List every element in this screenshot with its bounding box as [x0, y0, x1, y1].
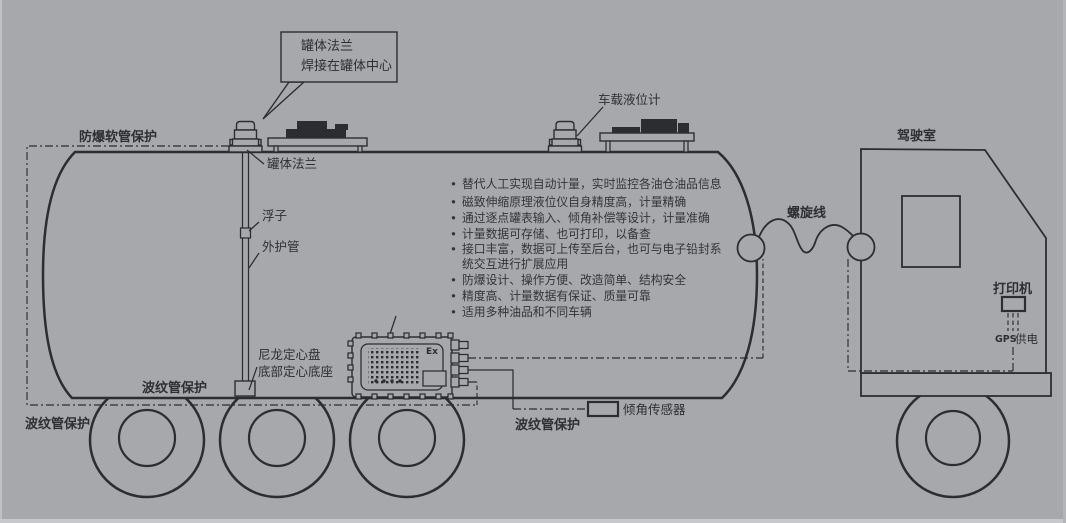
feature-list: •替代人工实现自动计量，实时监控各油仓油品信息 •磁致伸缩原理液位仪自身精度高，… [450, 177, 722, 319]
hose-protection-route [26, 145, 478, 406]
page-edge-bottom [0, 519, 1066, 523]
label-printer: 打印机 [993, 281, 1032, 297]
vent-grid [368, 348, 420, 385]
label-cab: 驾驶室 [897, 128, 936, 144]
nameplate [422, 370, 447, 387]
page-edge-right [1063, 0, 1066, 523]
feature-item: •计量数据可存储、也可打印，以备查 [450, 227, 651, 241]
ex-mark: Ex [426, 347, 438, 357]
probe-bottom-seat [234, 380, 256, 397]
tilt-sensor-box [586, 400, 620, 418]
label-coil-cable: 螺旋线 [787, 205, 826, 221]
cab-wiring [847, 259, 1019, 372]
label-outer-tube: 外护管 [262, 239, 300, 254]
manhole-2 [599, 119, 695, 153]
label-vehicle-level-gauge: 车载液位计 [598, 92, 661, 107]
tank-body [41, 150, 759, 400]
cab [860, 148, 1052, 397]
feature-item: •精度高、计量数据有保证、质量可靠 [450, 289, 651, 303]
level-probe [234, 152, 256, 397]
feature-item: •通过逐点罐表输入、倾角补偿等设计，计量准确 [450, 211, 710, 225]
label-bellows-upper: 波纹管保护 [142, 380, 207, 396]
label-hose-protection: 防爆软管保护 [79, 129, 157, 145]
feature-item: •替代人工实现自动计量，实时监控各油仓油品信息 [450, 177, 722, 191]
callout-line1: 罐体法兰 [301, 39, 353, 54]
callout-line2: 焊接在罐体中心 [301, 58, 392, 74]
box-bolts [347, 332, 454, 400]
page-edge-left [0, 0, 2, 523]
feature-item: •接口丰富，数据可上传至后台，也可与电子铅封系 [450, 242, 722, 256]
trailer-wheels [88, 381, 466, 499]
manhole-1 [267, 121, 368, 153]
label-bellows-right: 波纹管保护 [515, 417, 580, 433]
cable-to-tilt-sensor [468, 369, 588, 410]
cable-to-cab [468, 259, 764, 359]
ex-junction-box: Ex [347, 315, 469, 400]
callout-bubble: 罐体法兰 焊接在罐体中心 [262, 31, 398, 120]
feature-item: •防爆设计、操作方便、改造简单、结构安全 [450, 273, 686, 287]
float-band [239, 227, 252, 239]
label-float: 浮子 [262, 208, 287, 223]
feature-item-continuation: 统交互进行扩展应用 [462, 257, 568, 271]
label-nylon-disc-1: 尼龙定心盘 [258, 347, 321, 362]
coil-connector-left [736, 233, 766, 263]
label-bellows-lower-left: 波纹管保护 [25, 416, 90, 432]
feature-item: •适用多种油品和不同车辆 [450, 305, 592, 319]
cab-window [901, 195, 961, 268]
coil-cable [736, 218, 876, 263]
leader-lines [246, 106, 604, 391]
printer-box [1000, 295, 1027, 313]
label-tank-flange: 罐体法兰 [267, 156, 317, 171]
cable-glands [450, 339, 469, 388]
label-nylon-disc-2: 底部定心底座 [258, 364, 333, 379]
cab-chassis [860, 372, 1052, 397]
feature-item: •磁致伸缩原理液位仪自身精度高，计量精确 [450, 195, 686, 209]
label-power: 供电 [1015, 332, 1038, 346]
coil-connector-right [846, 232, 876, 262]
label-gps: GPS [995, 334, 1017, 345]
label-tilt-sensor: 倾角传感器 [623, 402, 686, 417]
